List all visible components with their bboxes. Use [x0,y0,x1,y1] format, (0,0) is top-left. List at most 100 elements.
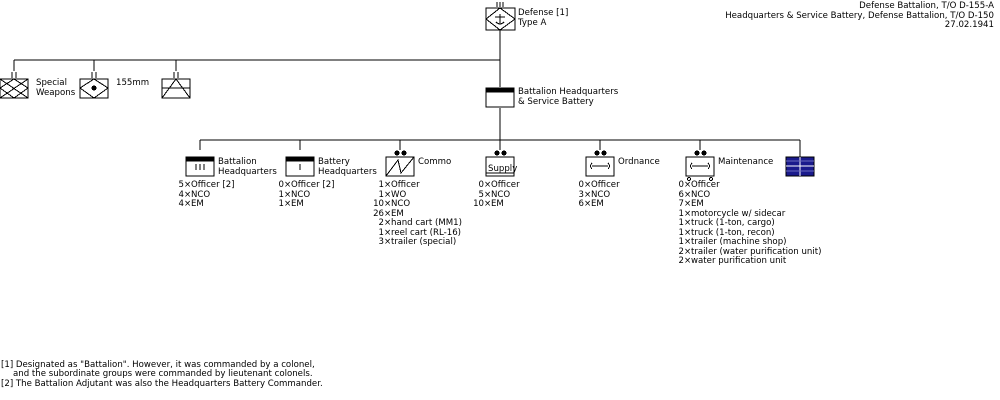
header-line-1: Defense Battalion, T/O D-155-A [859,1,994,11]
strength-count: 1 [678,227,684,238]
strength-row: 2×trailer (water purification unit) [670,246,822,258]
strength-count: 0 [678,180,684,190]
ordnance-label: Ordnance [618,157,660,167]
special-weapons-label: Special Weapons [36,78,76,98]
strength-count: 5 [478,189,484,200]
multiplier-sign: × [684,246,692,257]
strength-row: 1×truck (1-ton, cargo) [670,218,822,229]
strength-count: 5 [178,180,184,190]
strength-label: EM [691,199,704,209]
strength-count: 0 [478,180,484,190]
strength-label: NCO [391,199,411,209]
commo-label: Commo [418,157,452,167]
footnote-1-continued: and the subordinate groups were commande… [13,369,313,380]
multiplier-sign: × [384,189,392,200]
multiplier-sign: × [384,237,392,247]
strength-count: 10 [473,199,484,209]
maintenance-symbol [685,150,715,181]
strength-label: NCO [291,189,311,200]
strength-row: 26×EM [370,208,462,220]
strength-count: 2 [378,218,384,228]
hq-service-battery-label-line2: & Service Battery [518,96,594,107]
multiplier-sign: × [484,180,492,190]
strength-label: NCO [691,189,711,200]
footnote-2: [2] The Battalion Adjutant was also the … [1,378,323,389]
battalion-hq-label-line2: Headquarters [218,166,277,177]
strength-label: truck (1-ton, recon) [691,227,775,238]
strength-count: 6 [578,199,584,209]
strength-row: 6×NCO [670,189,822,201]
strength-label: WO [391,189,407,200]
multiplier-sign: × [384,208,392,219]
multiplier-sign: × [684,218,692,228]
howitzer-155mm-symbol [79,72,109,99]
multiplier-sign: × [184,180,192,190]
hq-service-battery-label: Battalion Headquarters & Service Battery [518,87,619,107]
strength-label: water purification unit [691,256,787,266]
multiplier-sign: × [684,237,692,247]
strength-label: reel cart (RL-16) [391,227,462,238]
strength-count: 10 [373,199,384,209]
strength-row: 1×reel cart (RL-16) [370,227,462,239]
strength-label: trailer (water purification unit) [691,246,822,257]
supply-symbol [485,150,515,177]
strength-count: 26 [373,208,384,219]
hq-service-battery-label-line1: Battalion Headquarters [518,87,619,97]
maintenance-label: Maintenance [718,157,774,167]
supply-label: Supply [488,164,518,174]
strength-count: 3 [578,189,584,200]
strength-row: 0×Officer [570,180,620,191]
strength-row: 4×NCO [170,189,235,201]
header-date: 27.02.1941 [944,20,994,30]
special-weapons-label-line2: Weapons [36,87,76,98]
battalion-hq-label-line1: Battalion [218,157,257,167]
strength-row: 1×Officer [370,180,462,191]
document-header: Defense Battalion, T/O D-155-A Headquart… [725,1,994,31]
medical-symbol [785,156,815,177]
strength-label: NCO [591,189,611,200]
multiplier-sign: × [484,189,492,200]
strength-count: 1 [278,199,284,209]
strength-count: 4 [178,189,184,200]
multiplier-sign: × [184,199,192,209]
special-weapons-symbol [0,72,29,99]
strength-row: 10×NCO [370,199,462,210]
strength-label: NCO [491,189,511,200]
strength-row: 5×Officer [2] [170,180,235,191]
strength-label: trailer (special) [391,237,457,247]
battery-hq-label-line1: Battery [318,157,350,167]
strength-label: Officer [491,180,520,190]
strength-row: 10×EM [470,199,520,210]
multiplier-sign: × [684,180,692,190]
strength-label: EM [491,199,504,209]
strength-label: Officer [591,180,620,190]
defense-battalion-label: Defense [1] Type A [518,8,568,28]
defense-battalion-label-line2: Type A [518,17,547,28]
battery-hq-symbol [285,156,315,177]
strength-row: 2×hand cart (MM1) [370,218,462,229]
strength-label: EM [391,208,404,219]
strength-row: 0×Officer [2] [270,180,335,191]
multiplier-sign: × [284,189,292,200]
strength-row: 1×truck (1-ton, recon) [670,227,822,239]
strength-count: 1 [678,237,684,247]
strength-label: Officer [2] [291,180,335,190]
strength-row: 0×Officer [670,180,822,191]
strength-row: 3×NCO [570,189,620,201]
strength-row: 4×EM [170,199,235,210]
multiplier-sign: × [384,218,392,228]
multiplier-sign: × [384,199,392,209]
hq-service-battery-symbol [485,81,515,108]
strength-row: 1×NCO [270,189,335,201]
strength-row: 1×trailer (machine shop) [670,237,822,248]
multiplier-sign: × [684,199,692,209]
battalion-hq-label: Battalion Headquarters [218,157,277,177]
strength-row: 7×EM [670,199,822,210]
footnotes: [1] Designated as "Battalion". However, … [1,360,323,389]
defense-battalion-symbol [485,2,516,31]
